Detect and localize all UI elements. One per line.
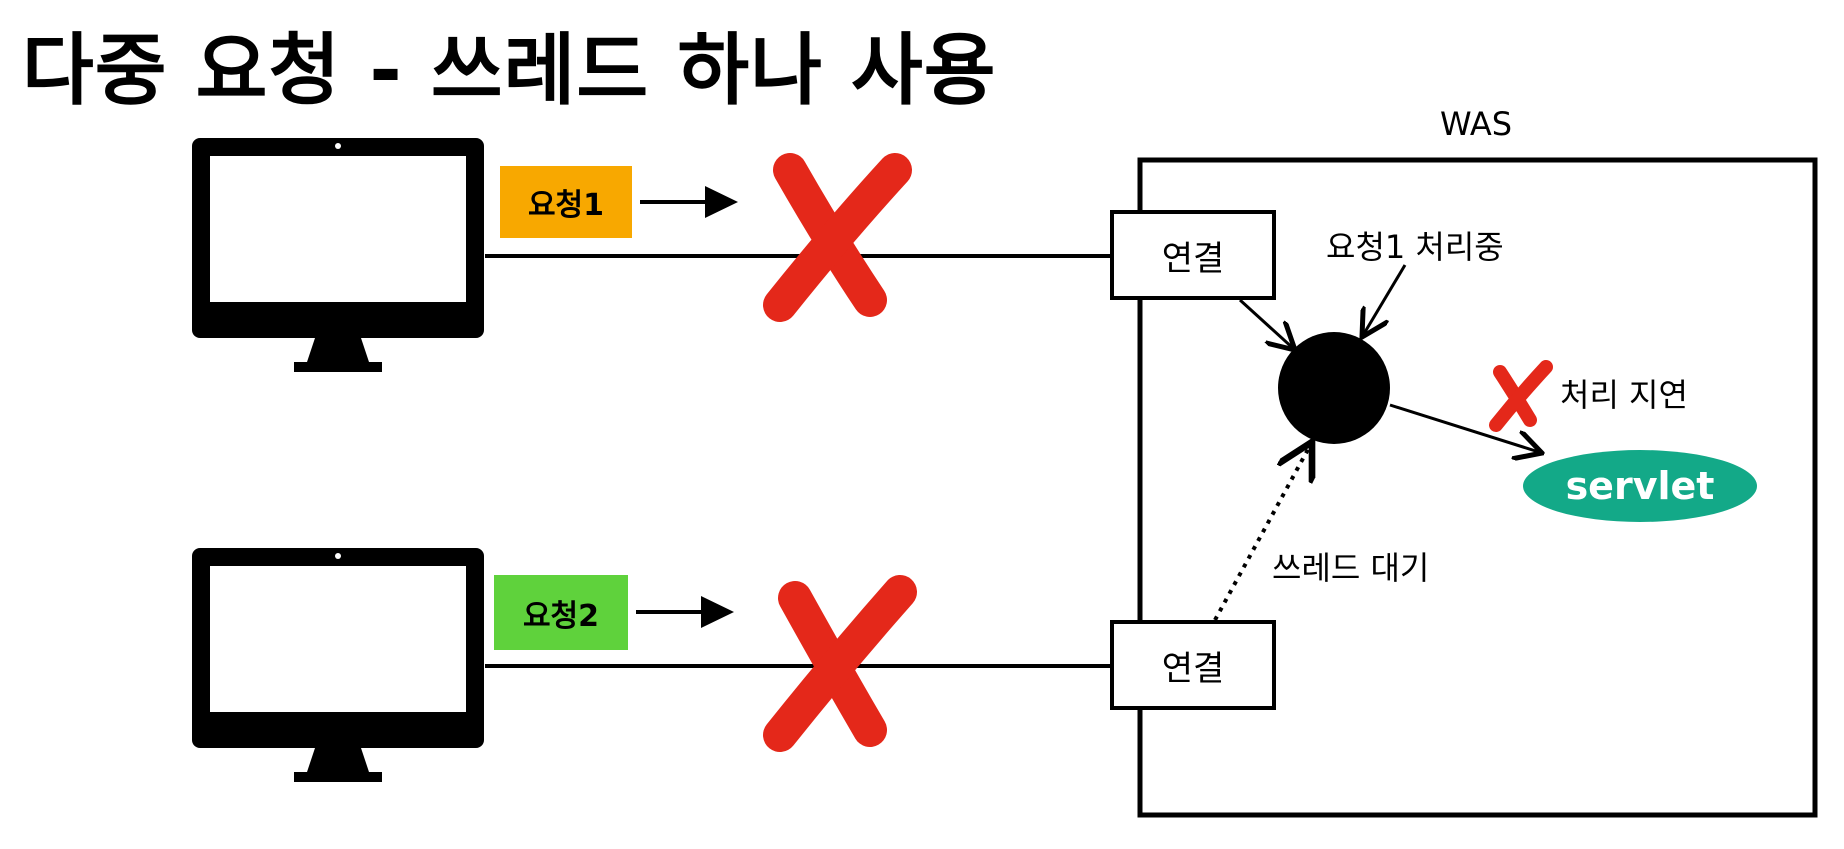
cross-icon [763, 575, 917, 752]
thread-wait-dotted-arrow [1213, 442, 1312, 621]
thread-circle [1278, 332, 1390, 444]
request-2-tag: 요청2 [494, 575, 628, 650]
monitor-icon [192, 138, 484, 372]
delay-note: 처리 지연 [1560, 376, 1688, 414]
was-box [1137, 157, 1818, 818]
cross-icon [1489, 360, 1553, 432]
request-1-label: 요청1 [527, 188, 605, 223]
connection-box-2: 연결 [1110, 620, 1276, 710]
was-label: WAS [1440, 105, 1513, 143]
connection-box-1: 연결 [1110, 210, 1276, 300]
connection-label: 연결 [1161, 238, 1225, 279]
request-2-label: 요청2 [522, 598, 600, 634]
servlet-label: servlet [1565, 464, 1715, 508]
processing-note: 요청1 처리중 [1326, 228, 1504, 266]
thread-to-servlet-arrow [1389, 403, 1542, 453]
connection-label: 연결 [1161, 648, 1225, 689]
page-title: 다중 요청 - 쓰레드 하나 사용 [22, 26, 997, 116]
note-to-thread-arrow [1362, 264, 1407, 337]
arrow-right-icon [636, 596, 734, 628]
cross-icon [763, 153, 912, 322]
servlet-ellipse: servlet [1523, 450, 1757, 522]
request-1-tag: 요청1 [500, 166, 632, 238]
arrow-right-icon [640, 186, 738, 218]
monitor-icon [192, 548, 484, 782]
thread-wait-note: 쓰레드 대기 [1272, 549, 1430, 587]
connection-to-thread-arrow [1238, 298, 1295, 350]
